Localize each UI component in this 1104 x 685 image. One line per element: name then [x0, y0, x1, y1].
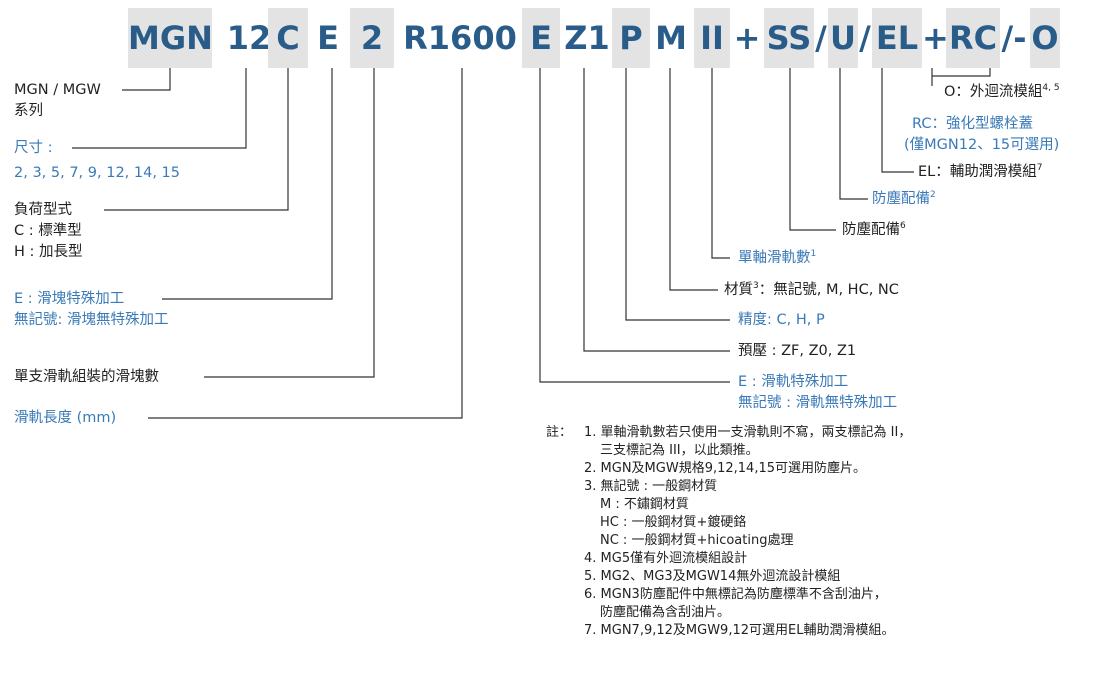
material-values: ：無記號, M, HC, NC [758, 282, 899, 298]
note-line: HC : 一般鋼材質+鍍硬鉻 [600, 515, 747, 530]
block-special-none: 無記號: 滑塊無特殊加工 [14, 312, 169, 328]
code-rail-special: E [522, 8, 560, 68]
code-rail-length: R1600 [403, 19, 517, 57]
code-material: M [655, 19, 687, 57]
rail-special-none: 無記號 : 滑軌無特殊加工 [738, 395, 898, 411]
label-series: MGN / MGW 系列 [14, 80, 101, 122]
code-slash-2: / [859, 19, 871, 57]
leader-size [72, 68, 247, 149]
label-ss-dust: 防塵配備6 [842, 220, 906, 241]
label-el: EL：輔助潤滑模組7 [918, 162, 1042, 183]
code-preload: Z1 [564, 19, 610, 57]
material-sup: 3 [753, 281, 759, 292]
load-long: H : 加長型 [14, 244, 83, 260]
leader-o [932, 68, 991, 77]
code-rails: II [694, 8, 730, 68]
note-line: 防塵配備為含刮油片。 [600, 605, 731, 620]
note-line: 6. MGN3防塵配件中無標記為防塵標準不含刮油片， [584, 587, 887, 602]
code-size: 12 [226, 19, 272, 57]
series-subtitle: 系列 [14, 103, 43, 119]
code-u: U [828, 8, 858, 68]
leader-rails [711, 68, 730, 259]
note-line: 4. MG5僅有外迴流模組設計 [584, 551, 748, 566]
block-special-e: E : 滑塊特殊加工 [14, 291, 125, 307]
label-preload: 預壓 : ZF, Z0, Z1 [738, 343, 857, 359]
size-title: 尺寸 : [14, 140, 53, 156]
rc-note: (僅MGN12、15可選用) [904, 137, 1060, 153]
label-load: 負荷型式 C : 標準型 H : 加長型 [14, 200, 83, 263]
material-title: 材質 [724, 282, 753, 298]
code-load: C [268, 8, 308, 68]
load-standard: C : 標準型 [14, 223, 82, 239]
note-line: 5. MG2、MG3及MGW14無外迴流設計模組 [584, 569, 841, 584]
el-text: EL：輔助潤滑模組 [918, 164, 1037, 180]
label-material: 材質3：無記號, M, HC, NC [724, 280, 899, 301]
o-recirc-text: O：外迴流模組 [944, 84, 1043, 100]
leader-series [122, 68, 171, 91]
code-block-special: E [317, 19, 339, 57]
code-plus-2: + [922, 19, 949, 57]
rail-special-e: E : 滑軌特殊加工 [738, 374, 849, 390]
label-o-recirc: O：外迴流模組4, 5 [944, 82, 1060, 103]
leader-rail-length [148, 68, 463, 419]
code-block-count: 2 [350, 8, 394, 68]
code-mgn: MGN [128, 8, 213, 68]
rc-text: RC：強化型螺栓蓋 [912, 116, 1033, 132]
code-o: O [1030, 8, 1060, 68]
label-block-count: 單支滑軌組裝的滑塊數 [14, 369, 159, 385]
size-values: 2, 3, 5, 7, 9, 12, 14, 15 [14, 165, 181, 181]
code-accuracy: P [612, 8, 650, 68]
label-rail-special: E : 滑軌特殊加工 無記號 : 滑軌無特殊加工 [738, 372, 897, 414]
leader-el [881, 68, 914, 173]
label-accuracy: 精度: C, H, P [738, 312, 825, 328]
rails-text: 單軸滑軌數 [738, 250, 811, 266]
code-rc: RC [946, 8, 1000, 68]
note-line: 7. MGN7,9,12及MGW9,12可選用EL輔助潤滑模組。 [584, 623, 895, 638]
leader-ss [789, 68, 836, 231]
u-dust-text: 防塵配備 [872, 191, 930, 207]
rails-sup: 1 [810, 249, 817, 260]
code-ss: SS [764, 8, 814, 68]
leader-accuracy [625, 68, 730, 321]
ss-dust-sup: 6 [900, 221, 906, 232]
u-dust-sup: 2 [930, 190, 936, 201]
note-line: M : 不鏽鋼材質 [600, 497, 689, 512]
series-title: MGN / MGW [14, 82, 101, 98]
label-u-dust: 防塵配備2 [872, 189, 936, 210]
note-line: 三支標記為 III，以此類推。 [600, 443, 759, 458]
note-line: NC : 一般鋼材質+hicoating處理 [600, 533, 794, 548]
leader-rail-special [539, 68, 730, 383]
leader-preload [583, 68, 730, 352]
load-title: 負荷型式 [14, 202, 72, 218]
leader-block-special [162, 68, 333, 300]
note-line: 2. MGN及MGW規格9,12,14,15可選用防塵片。 [584, 461, 866, 476]
notes-heading: 註： [546, 425, 573, 440]
leader-load [104, 68, 289, 211]
o-recirc-sup: 4, 5 [1042, 83, 1060, 94]
code-el: EL [872, 8, 922, 68]
label-rc: RC：強化型螺栓蓋 (僅MGN12、15可選用) [904, 114, 1059, 156]
label-rails: 單軸滑軌數1 [738, 248, 816, 269]
note-line: 3. 無記號 : 一般鋼材質 [584, 479, 718, 494]
el-sup: 7 [1036, 163, 1043, 174]
leader-u [839, 68, 868, 200]
code-slash-dash: /- [1001, 19, 1027, 57]
ss-dust-text: 防塵配備 [842, 222, 900, 238]
code-plus-1: + [733, 19, 761, 57]
label-size: 尺寸 : 2, 3, 5, 7, 9, 12, 14, 15 [14, 138, 180, 184]
label-rail-length: 滑軌長度 (mm) [14, 410, 117, 426]
code-slash-1: / [815, 19, 827, 57]
label-block-special: E : 滑塊特殊加工 無記號: 滑塊無特殊加工 [14, 289, 169, 331]
leader-block-count [204, 68, 375, 378]
note-line: 1. 單軸滑軌數若只使用一支滑軌則不寫，兩支標記為 II， [584, 425, 912, 440]
leader-material [669, 68, 718, 291]
